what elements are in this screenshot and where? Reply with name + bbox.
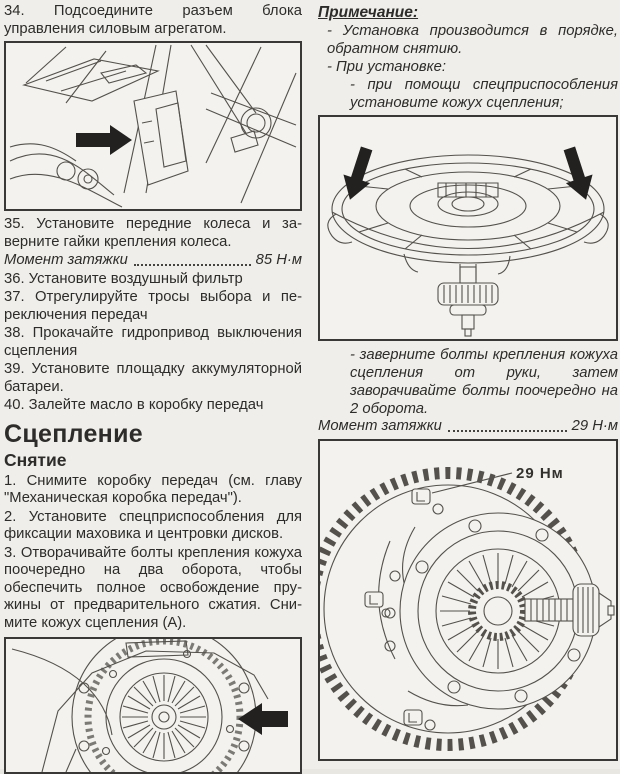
- leader-line: [431, 471, 513, 494]
- flywheel-torque-figure: 29 Нм: [318, 438, 618, 761]
- step-35: 35. Установите передние колеса и за­верн…: [4, 216, 302, 250]
- hose-lines: [9, 143, 123, 208]
- clutch-removal-drawing: [11, 639, 288, 772]
- flywheel-bolt: [411, 487, 444, 515]
- bolt-ring: [84, 639, 244, 772]
- spring-tabs: [403, 253, 511, 280]
- subsection-heading: Снятие: [4, 449, 67, 470]
- rim-lower-edge: [331, 211, 605, 250]
- note-heading: Примечание:: [318, 4, 419, 21]
- dot-leader: [447, 429, 567, 432]
- center-plate: [437, 182, 499, 198]
- clutch-removal-figure: [4, 637, 302, 774]
- cover-lugs: [327, 213, 609, 244]
- engine-outline: [41, 650, 269, 772]
- diaphragm-fingers: [122, 675, 206, 759]
- right-column: Примечание: - Установка производится в п…: [318, 3, 618, 769]
- torque-value: 85 Н·м: [255, 252, 302, 268]
- control-module: [133, 90, 189, 186]
- flywheel-drawing: 29 Нм: [320, 465, 615, 751]
- centering-tool: [437, 266, 499, 337]
- torque-callout: 29 Нм: [516, 465, 564, 482]
- note-subitem: - при помощи спецприспособле­ния установ…: [350, 77, 618, 111]
- torque-label: Момент затяжки: [4, 252, 128, 268]
- step-39: 39. Установите площадку аккумуля­торной …: [4, 361, 302, 395]
- note-subitem: - заверните болты крепления кожуха сцепл…: [350, 347, 618, 417]
- pointer-arrow-left: [343, 146, 373, 200]
- step-40: 40. Залейте масло в коробку передач: [4, 397, 264, 413]
- step-3: 3. Отворачивайте болты крепления ко­жуха…: [4, 544, 302, 631]
- note-item: - Установка производится в поряд­ке, обр…: [327, 23, 618, 57]
- fender-line: [11, 648, 113, 736]
- step-37: 37. Отрегулируйте тросы выбора и пе­рекл…: [4, 289, 302, 323]
- flywheel-bolt: [403, 708, 436, 731]
- left-column: 34. Подсоедините разъем блока управления…: [4, 3, 302, 774]
- pointer-arrow-right: [563, 146, 593, 200]
- flywheel-bolt: [364, 590, 396, 619]
- battery-tray: [22, 58, 160, 102]
- step-2: 2. Установите спецприспособления для фик…: [4, 508, 302, 543]
- dot-leader: [133, 263, 251, 266]
- face-segments: [358, 168, 578, 250]
- step-1: 1. Снимите коробку передач (см. главу "М…: [4, 472, 302, 507]
- engine-bay-drawing: [9, 44, 297, 208]
- torque-value: 29 Н·м: [571, 418, 618, 434]
- note-item: - При установке:: [327, 59, 446, 75]
- step-36: 36. Установите воздушный фильтр: [4, 270, 243, 287]
- torque-spec-29: Момент затяжки 29 Н·м: [318, 418, 618, 436]
- clutch-cover-install-figure: [318, 115, 618, 341]
- torque-label: Момент затяжки: [318, 418, 442, 434]
- step-38: 38. Прокачайте гидропривод выключения сц…: [4, 325, 302, 359]
- pointer-arrow: [76, 125, 132, 155]
- clutch-cover-drawing: [327, 146, 609, 337]
- pointer-arrow: [238, 703, 288, 735]
- engine-bay-figure: [4, 41, 302, 211]
- section-heading: Сцепление: [4, 419, 143, 448]
- step-34: 34. Подсоедините разъем блока управления…: [4, 3, 302, 37]
- centering-tool: [524, 582, 615, 637]
- torque-spec-85: Момент затяжки 85 Н·м: [4, 252, 302, 270]
